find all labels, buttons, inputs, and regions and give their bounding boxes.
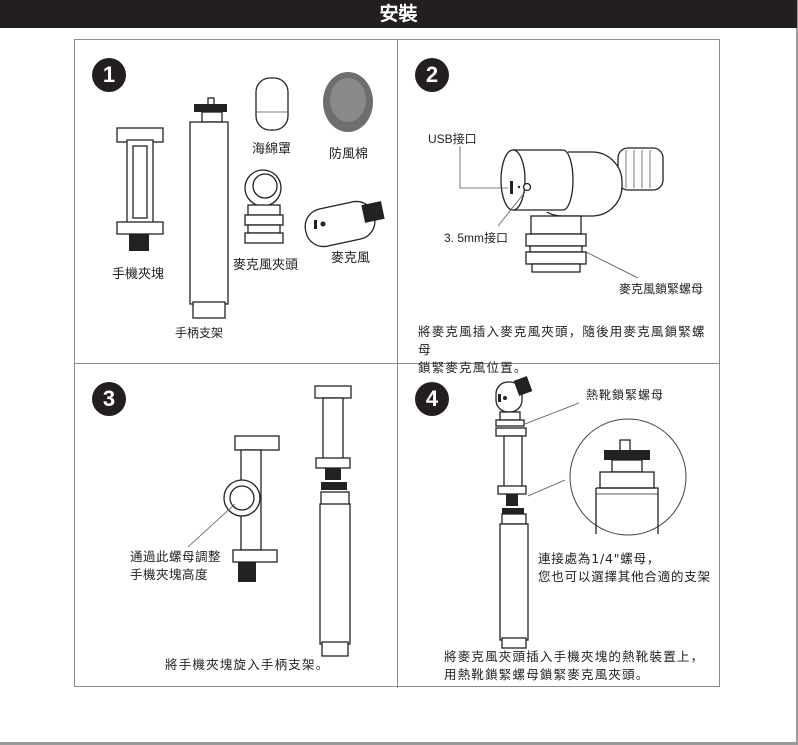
step-1-panel: 1 xyxy=(75,40,398,364)
step-4-caption: 將麥克風夾頭插入手機夾塊的熱靴裝置上， 用熱靴鎖緊螺母鎖緊麥克風夾頭。 xyxy=(444,648,704,684)
label-line: 您也可以選擇其他合適的支架 xyxy=(538,569,711,584)
step-number-badge: 2 xyxy=(415,58,449,92)
step-2-caption: 將麥克風插入麥克風夾頭，隨後用麥克風鎖緊螺母 鎖緊麥克風位置。 xyxy=(418,323,719,377)
page-title: 安裝 xyxy=(0,0,797,28)
step-1-illustration xyxy=(116,72,385,319)
phone-clamp-rotated-icon xyxy=(223,435,280,582)
installation-steps-grid: 1 xyxy=(74,39,720,688)
microphone-assembled-icon xyxy=(500,147,664,273)
hotshoe-leader-line xyxy=(524,402,580,425)
label-line: 手機夾塊高度 xyxy=(130,567,209,582)
step-3-illustration xyxy=(187,385,352,657)
caption-line: 將麥克風夾頭插入手機夾塊的熱靴裝置上， xyxy=(444,649,705,664)
thread-leader-line xyxy=(527,479,566,497)
step-3-caption: 將手機夾塊旋入手柄支架。 xyxy=(165,657,330,672)
step-4-panel: 4 xyxy=(398,364,719,688)
label-adjust-nut: 通過此螺母調整 手機夾塊高度 xyxy=(130,548,221,584)
step-number-badge: 4 xyxy=(415,382,449,416)
adjust-leader-line xyxy=(187,503,236,548)
label-line: 連接處為1/4"螺母， xyxy=(538,551,661,566)
full-assembly-icon xyxy=(495,376,533,649)
microphone-icon xyxy=(304,200,385,248)
label-foam-cover: 海綿罩 xyxy=(252,142,292,157)
nut-leader-line xyxy=(585,251,639,279)
label-lock-nut: 麥克風鎖緊螺母 xyxy=(619,282,704,296)
usb-leader-line xyxy=(459,146,508,189)
step-3-panel: 3 通過此螺母調整 手機 xyxy=(75,364,398,688)
label-jack-port: 3. 5mm接口 xyxy=(444,231,509,245)
caption-line: 用熱靴鎖緊螺母鎖緊麥克風夾頭。 xyxy=(444,667,650,682)
foam-cover-icon xyxy=(255,77,289,131)
handle-stand-icon xyxy=(189,97,229,319)
caption-line: 鎖緊麥克風位置。 xyxy=(418,360,528,375)
label-hotshoe-nut: 熱靴鎖緊螺母 xyxy=(586,388,665,402)
label-handle-stand: 手柄支架 xyxy=(175,326,224,340)
label-microphone: 麥克風 xyxy=(331,251,371,266)
label-thread-info: 連接處為1/4"螺母， 您也可以選擇其他合適的支架 xyxy=(538,550,711,586)
label-usb-port: USB接口 xyxy=(428,132,477,146)
windscreen-icon xyxy=(323,72,373,132)
handle-with-clamp-icon xyxy=(314,385,352,657)
step-number-badge: 1 xyxy=(92,58,126,92)
label-phone-clamp: 手機夾塊 xyxy=(112,267,165,282)
step-number-badge: 3 xyxy=(92,382,126,416)
phone-clamp-icon xyxy=(116,127,164,251)
step-2-panel: 2 xyxy=(398,40,719,375)
caption-line: 將麥克風插入麥克風夾頭，隨後用麥克風鎖緊螺母 xyxy=(418,324,706,357)
label-windscreen: 防風棉 xyxy=(329,147,369,162)
mic-mount-icon xyxy=(244,169,284,244)
label-mic-mount: 麥克風夾頭 xyxy=(233,258,299,273)
step-4-illustration xyxy=(495,376,687,649)
thread-detail-magnifier-icon xyxy=(569,418,687,536)
jack-leader-line xyxy=(497,191,526,227)
step-2-illustration xyxy=(459,146,664,279)
label-line: 通過此螺母調整 xyxy=(130,549,222,564)
